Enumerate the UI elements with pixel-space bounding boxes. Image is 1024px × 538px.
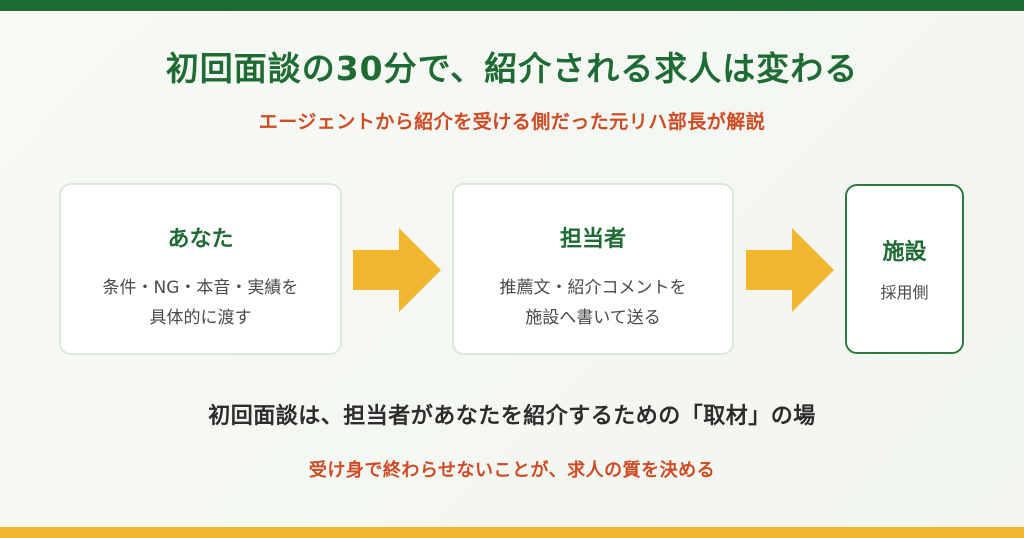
step-line: 施設へ書いて送る [525, 308, 661, 328]
step-title: あなた [167, 227, 234, 252]
page-title: 初回面談の30分で、紹介される求人は変わる [165, 49, 859, 88]
right-arrow-icon [746, 228, 834, 312]
page-subtitle: エージェントから紹介を受ける側だった元リハ部長が解説 [258, 111, 766, 133]
step-line: 具体的に渡す [149, 308, 252, 328]
step-title: 担当者 [559, 227, 626, 252]
top-accent-bar [0, 0, 1024, 11]
bottom-accent-bar [0, 527, 1024, 538]
key-message: 初回面談は、担当者があなたを紹介するための「取材」の場 [208, 404, 816, 429]
right-arrow-icon [353, 228, 441, 312]
step-box-facility: 施設 採用側 [845, 184, 964, 354]
key-note: 受け身で終わらせないことが、求人の質を決める [308, 460, 716, 481]
step-line: 推薦文・紹介コメントを [499, 278, 687, 298]
step-box-you: あなた 条件・NG・本音・実績を 具体的に渡す [59, 183, 342, 355]
step-line: 条件・NG・本音・実績を [102, 278, 299, 298]
step-line: 採用側 [880, 283, 929, 302]
step-title: 施設 [882, 240, 927, 265]
step-box-agent: 担当者 推薦文・紹介コメントを 施設へ書いて送る [452, 183, 734, 355]
